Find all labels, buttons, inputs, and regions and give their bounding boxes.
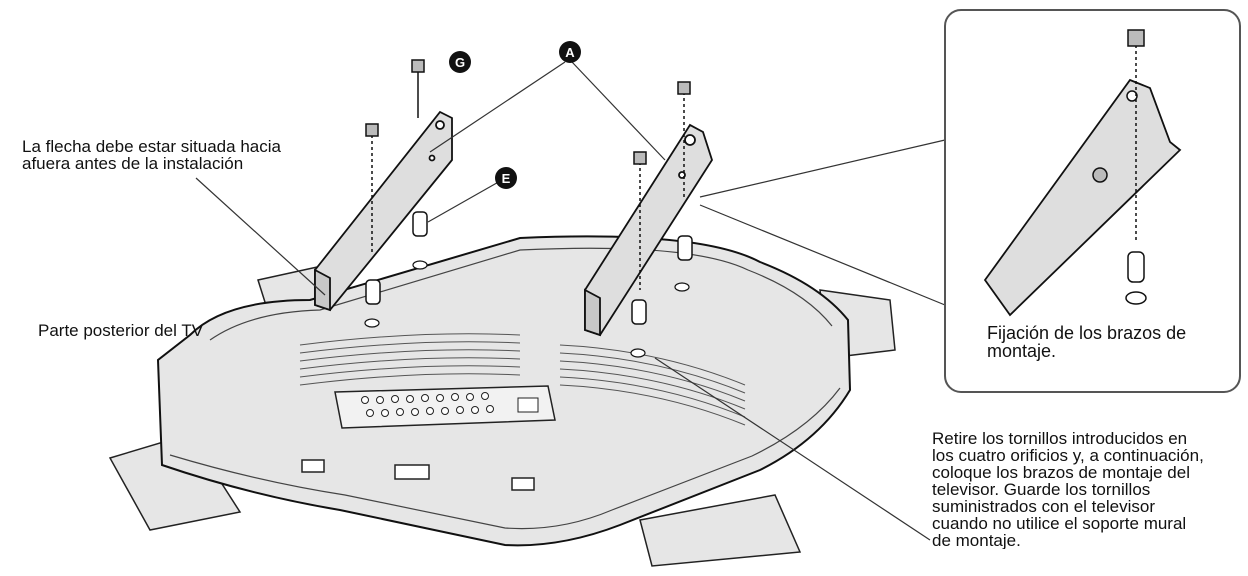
svg-text:A: A [565, 45, 575, 60]
connector-panel [334, 385, 556, 429]
foam-block-right-front [639, 494, 802, 567]
screw-right-1 [677, 81, 691, 200]
spacer-e-3 [677, 235, 693, 261]
badge-e: E [495, 167, 517, 189]
handle-slots [301, 459, 535, 491]
detail-inset [944, 9, 1241, 393]
inset-bracket [983, 78, 1182, 317]
svg-text:G: G [455, 55, 465, 70]
vent-grille [299, 333, 746, 426]
inset-hole [1125, 291, 1147, 305]
leader-lines [195, 61, 946, 541]
spacer-e-1 [412, 211, 428, 237]
screw-right-2 [633, 151, 647, 290]
screws [365, 59, 691, 290]
mount-holes [364, 260, 690, 358]
inset-screw-head [1127, 29, 1145, 47]
badge-g: G [449, 51, 471, 73]
tv-back-label: Parte posterior del TV [38, 321, 204, 340]
badge-a: A [559, 41, 581, 63]
screw-g [411, 59, 425, 118]
svg-text:E: E [502, 171, 511, 186]
instructions-text: Retire los tornillos introducidos en los… [932, 430, 1204, 549]
screw-left [365, 123, 379, 255]
spacer-e-4 [631, 299, 647, 325]
inset-spacer [1127, 251, 1145, 283]
mounting-bracket-left [314, 110, 453, 312]
inset-caption: Fijación de los brazos de montaje. [987, 323, 1187, 361]
mounting-bracket-right [584, 123, 713, 337]
spacers [365, 211, 693, 325]
tv-bottom-bevel [169, 387, 841, 530]
arrow-orientation-note: La flecha debe estar situada hacia afuer… [22, 137, 281, 173]
spacer-e-2 [365, 279, 381, 305]
